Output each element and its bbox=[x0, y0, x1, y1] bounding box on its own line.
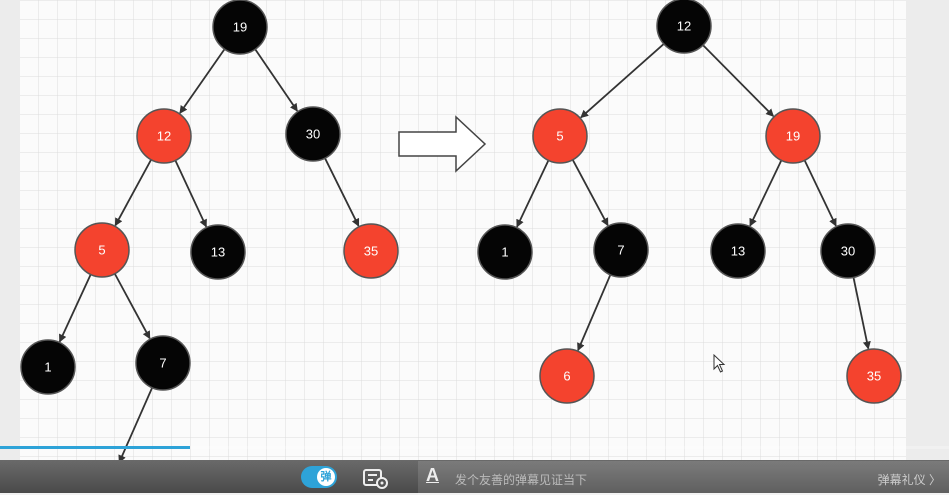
left-node-circle bbox=[136, 108, 192, 164]
right-node-circle bbox=[532, 108, 588, 164]
left-node-1: 1 bbox=[20, 339, 76, 395]
left-node-19: 19 bbox=[212, 0, 268, 55]
left-node-12: 12 bbox=[136, 108, 192, 164]
right-node-circle bbox=[477, 224, 533, 280]
mouse-cursor-icon bbox=[713, 354, 726, 373]
left-edge-19-30 bbox=[254, 48, 298, 112]
right-node-label: 30 bbox=[841, 244, 855, 259]
left-node-35: 35 bbox=[343, 223, 399, 279]
right-edge-19-30 bbox=[803, 159, 837, 227]
right-node-7: 7 bbox=[593, 222, 649, 278]
left-node-13: 13 bbox=[190, 224, 246, 280]
left-node-label: 1 bbox=[44, 360, 51, 375]
text-style-icon[interactable]: A bbox=[426, 465, 439, 485]
right-node-1: 1 bbox=[477, 224, 533, 280]
right-node-circle bbox=[820, 223, 876, 279]
right-node-6: 6 bbox=[539, 348, 595, 404]
right-node-30: 30 bbox=[820, 223, 876, 279]
left-edge-5-7 bbox=[114, 273, 151, 340]
left-node-circle bbox=[190, 224, 246, 280]
right-edge-5-1 bbox=[516, 160, 550, 228]
left-node-circle bbox=[74, 222, 130, 278]
right-node-12: 12 bbox=[656, 0, 712, 54]
right-node-circle bbox=[765, 108, 821, 164]
right-node-circle bbox=[846, 348, 902, 404]
left-node-label: 12 bbox=[157, 129, 171, 144]
right-node-label: 13 bbox=[731, 244, 745, 259]
left-node-30: 30 bbox=[285, 106, 341, 162]
right-node-label: 7 bbox=[617, 243, 624, 258]
left-edge-19-12 bbox=[179, 48, 226, 114]
right-node-19: 19 bbox=[765, 108, 821, 164]
right-node-label: 1 bbox=[501, 245, 508, 260]
left-node-label: 13 bbox=[211, 245, 225, 260]
tree-nodes: 1912305133517612519171330635 bbox=[20, 0, 902, 493]
left-node-circle bbox=[343, 223, 399, 279]
left-node-label: 30 bbox=[306, 127, 320, 142]
right-edge-7-6 bbox=[577, 274, 612, 352]
left-node-label: 35 bbox=[364, 244, 378, 259]
left-node-circle bbox=[212, 0, 268, 55]
danmaku-settings-icon[interactable] bbox=[363, 467, 389, 489]
left-node-circle bbox=[135, 335, 191, 391]
tree-edges bbox=[58, 43, 871, 464]
left-node-label: 7 bbox=[159, 356, 166, 371]
right-edge-5-7 bbox=[571, 159, 609, 227]
right-node-label: 6 bbox=[563, 369, 570, 384]
progress-fill bbox=[0, 446, 190, 449]
right-edge-12-19 bbox=[702, 44, 774, 117]
danmaku-input[interactable] bbox=[418, 461, 949, 495]
right-node-label: 12 bbox=[677, 19, 691, 34]
left-edge-12-13 bbox=[174, 160, 207, 228]
player-control-bar bbox=[0, 460, 949, 493]
danmaku-toggle-label: 弹 bbox=[317, 468, 335, 486]
right-edge-19-13 bbox=[749, 159, 783, 227]
left-node-5: 5 bbox=[74, 222, 130, 278]
left-node-7: 7 bbox=[135, 335, 191, 391]
left-edge-30-35 bbox=[324, 157, 360, 227]
right-node-5: 5 bbox=[532, 108, 588, 164]
right-node-13: 13 bbox=[710, 223, 766, 279]
right-node-35: 35 bbox=[846, 348, 902, 404]
right-node-circle bbox=[656, 0, 712, 54]
left-node-circle bbox=[285, 106, 341, 162]
left-node-label: 5 bbox=[98, 243, 105, 258]
right-edge-30-35 bbox=[852, 277, 871, 350]
right-edge-12-5 bbox=[580, 43, 665, 119]
right-node-label: 5 bbox=[556, 129, 563, 144]
left-node-circle bbox=[20, 339, 76, 395]
danmaku-etiquette-link[interactable]: 弹幕礼仪 〉 bbox=[877, 473, 941, 487]
right-node-circle bbox=[593, 222, 649, 278]
progress-bar[interactable] bbox=[0, 446, 949, 449]
right-node-label: 19 bbox=[786, 129, 800, 144]
right-margin bbox=[906, 0, 949, 493]
right-node-circle bbox=[539, 348, 595, 404]
left-node-label: 19 bbox=[233, 20, 247, 35]
left-edge-5-1 bbox=[58, 274, 92, 343]
transform-arrow-icon bbox=[398, 115, 487, 173]
right-node-circle bbox=[710, 223, 766, 279]
left-margin bbox=[0, 0, 20, 493]
left-edge-7-6 bbox=[118, 387, 153, 464]
right-node-label: 35 bbox=[867, 369, 881, 384]
danmaku-toggle[interactable]: 弹 bbox=[301, 466, 337, 488]
left-edge-12-5 bbox=[114, 159, 152, 227]
